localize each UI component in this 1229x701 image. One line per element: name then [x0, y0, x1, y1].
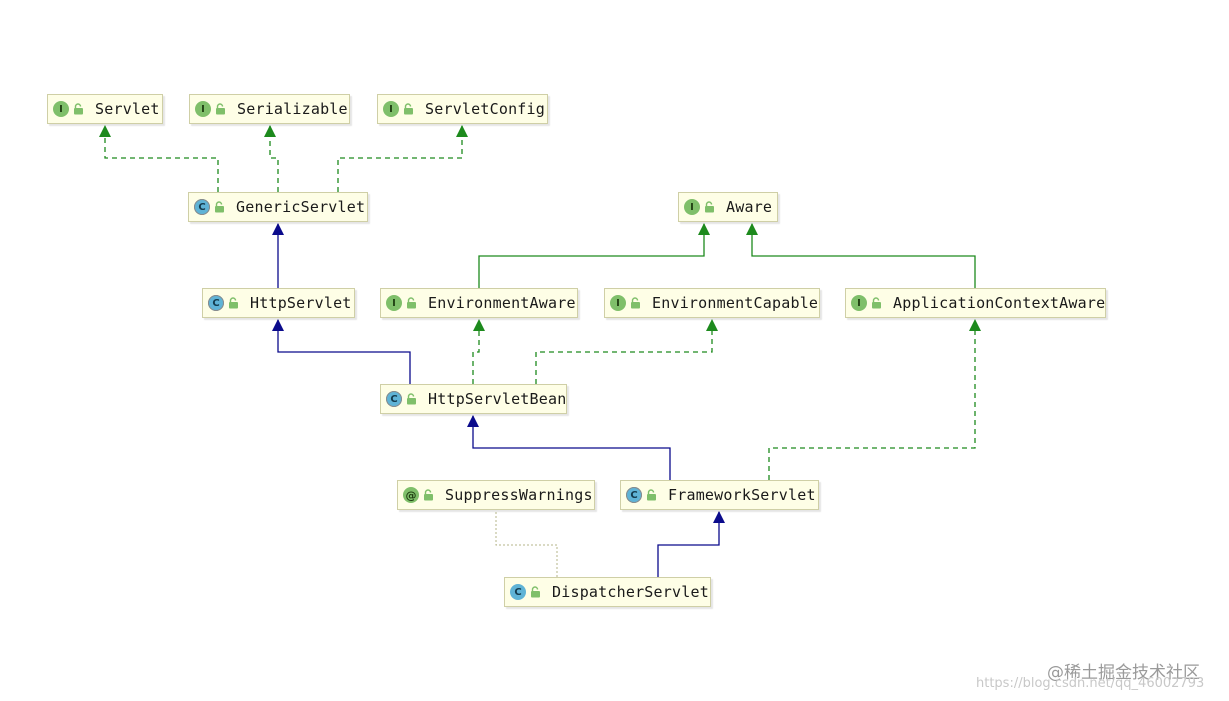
edge-implements-httpservletbean-to-environmentcapable [535, 319, 718, 384]
class-node-label: ServletConfig [425, 100, 545, 118]
watermark-text: @稀土掘金技术社区 [1047, 663, 1200, 683]
class-node-httpservletbean[interactable]: C HttpServletBean [380, 384, 567, 414]
edge-annotated-dispatcherservlet-to-suppresswarnings [495, 512, 558, 577]
edge-implements-frameworkservlet-to-applicationcontextaware [768, 319, 981, 480]
class-node-httpservlet[interactable]: C HttpServlet [202, 288, 355, 318]
abstract-class-badge-icon: C [626, 487, 642, 503]
abstract-class-badge-icon: C [208, 295, 224, 311]
interface-badge-icon: I [684, 199, 700, 215]
edge-implements-genericservlet-to-servletconfig [337, 125, 468, 192]
class-node-label: HttpServletBean [428, 390, 567, 408]
lock-icon [424, 489, 433, 501]
interface-badge-icon: I [383, 101, 399, 117]
lock-icon [705, 201, 714, 213]
interface-badge-icon: I [386, 295, 402, 311]
class-node-environmentaware[interactable]: I EnvironmentAware [380, 288, 578, 318]
class-node-label: ApplicationContextAware [893, 294, 1106, 312]
edge-extends-interface-applicationcontextaware-to-aware [746, 223, 976, 288]
class-badge-icon: C [510, 584, 526, 600]
class-node-label: DispatcherServlet [552, 583, 709, 601]
class-node-suppresswarnings[interactable]: @ SuppressWarnings [397, 480, 595, 510]
edge-extends-httpservletbean-to-httpservlet [272, 319, 411, 384]
watermark-url: https://blog.csdn.net/qq_46002793 [976, 676, 1205, 691]
interface-badge-icon: I [195, 101, 211, 117]
class-node-label: SuppressWarnings [445, 486, 593, 504]
class-node-dispatcherservlet[interactable]: C DispatcherServlet [504, 577, 711, 607]
edge-implements-genericservlet-to-serializable [264, 125, 279, 192]
lock-icon [229, 297, 238, 309]
class-node-servletconfig[interactable]: I ServletConfig [377, 94, 548, 124]
class-node-label: GenericServlet [236, 198, 366, 216]
lock-icon [631, 297, 640, 309]
class-node-applicationcontextaware[interactable]: I ApplicationContextAware [845, 288, 1106, 318]
class-node-frameworkservlet[interactable]: C FrameworkServlet [620, 480, 819, 510]
class-node-label: FrameworkServlet [668, 486, 816, 504]
lock-icon [531, 586, 540, 598]
edges-layer [99, 125, 981, 577]
lock-icon [407, 297, 416, 309]
abstract-class-badge-icon: C [386, 391, 402, 407]
class-node-label: EnvironmentAware [428, 294, 576, 312]
lock-icon [407, 393, 416, 405]
lock-icon [647, 489, 656, 501]
class-node-label: HttpServlet [250, 294, 352, 312]
class-node-label: Aware [726, 198, 773, 216]
edge-extends-dispatcherservlet-to-frameworkservlet [657, 511, 725, 577]
edge-extends-interface-environmentaware-to-aware [478, 223, 710, 288]
interface-badge-icon: I [610, 295, 626, 311]
class-node-serializable[interactable]: I Serializable [189, 94, 350, 124]
annotation-badge-icon: @ [403, 487, 419, 503]
class-node-aware[interactable]: I Aware [678, 192, 778, 222]
interface-badge-icon: I [851, 295, 867, 311]
lock-icon [216, 103, 225, 115]
edge-implements-genericservlet-to-servlet [99, 125, 219, 192]
lock-icon [404, 103, 413, 115]
class-node-genericservlet[interactable]: C GenericServlet [188, 192, 368, 222]
class-node-label: Serializable [237, 100, 348, 118]
interface-badge-icon: I [53, 101, 69, 117]
lock-icon [74, 103, 83, 115]
class-node-servlet[interactable]: I Servlet [47, 94, 163, 124]
lock-icon [872, 297, 881, 309]
class-node-label: Servlet [95, 100, 160, 118]
class-node-environmentcapable[interactable]: I EnvironmentCapable [604, 288, 820, 318]
class-node-label: EnvironmentCapable [652, 294, 819, 312]
edge-implements-httpservletbean-to-environmentaware [472, 319, 485, 384]
lock-icon [215, 201, 224, 213]
edge-extends-frameworkservlet-to-httpservletbean [467, 415, 671, 480]
abstract-class-badge-icon: C [194, 199, 210, 215]
